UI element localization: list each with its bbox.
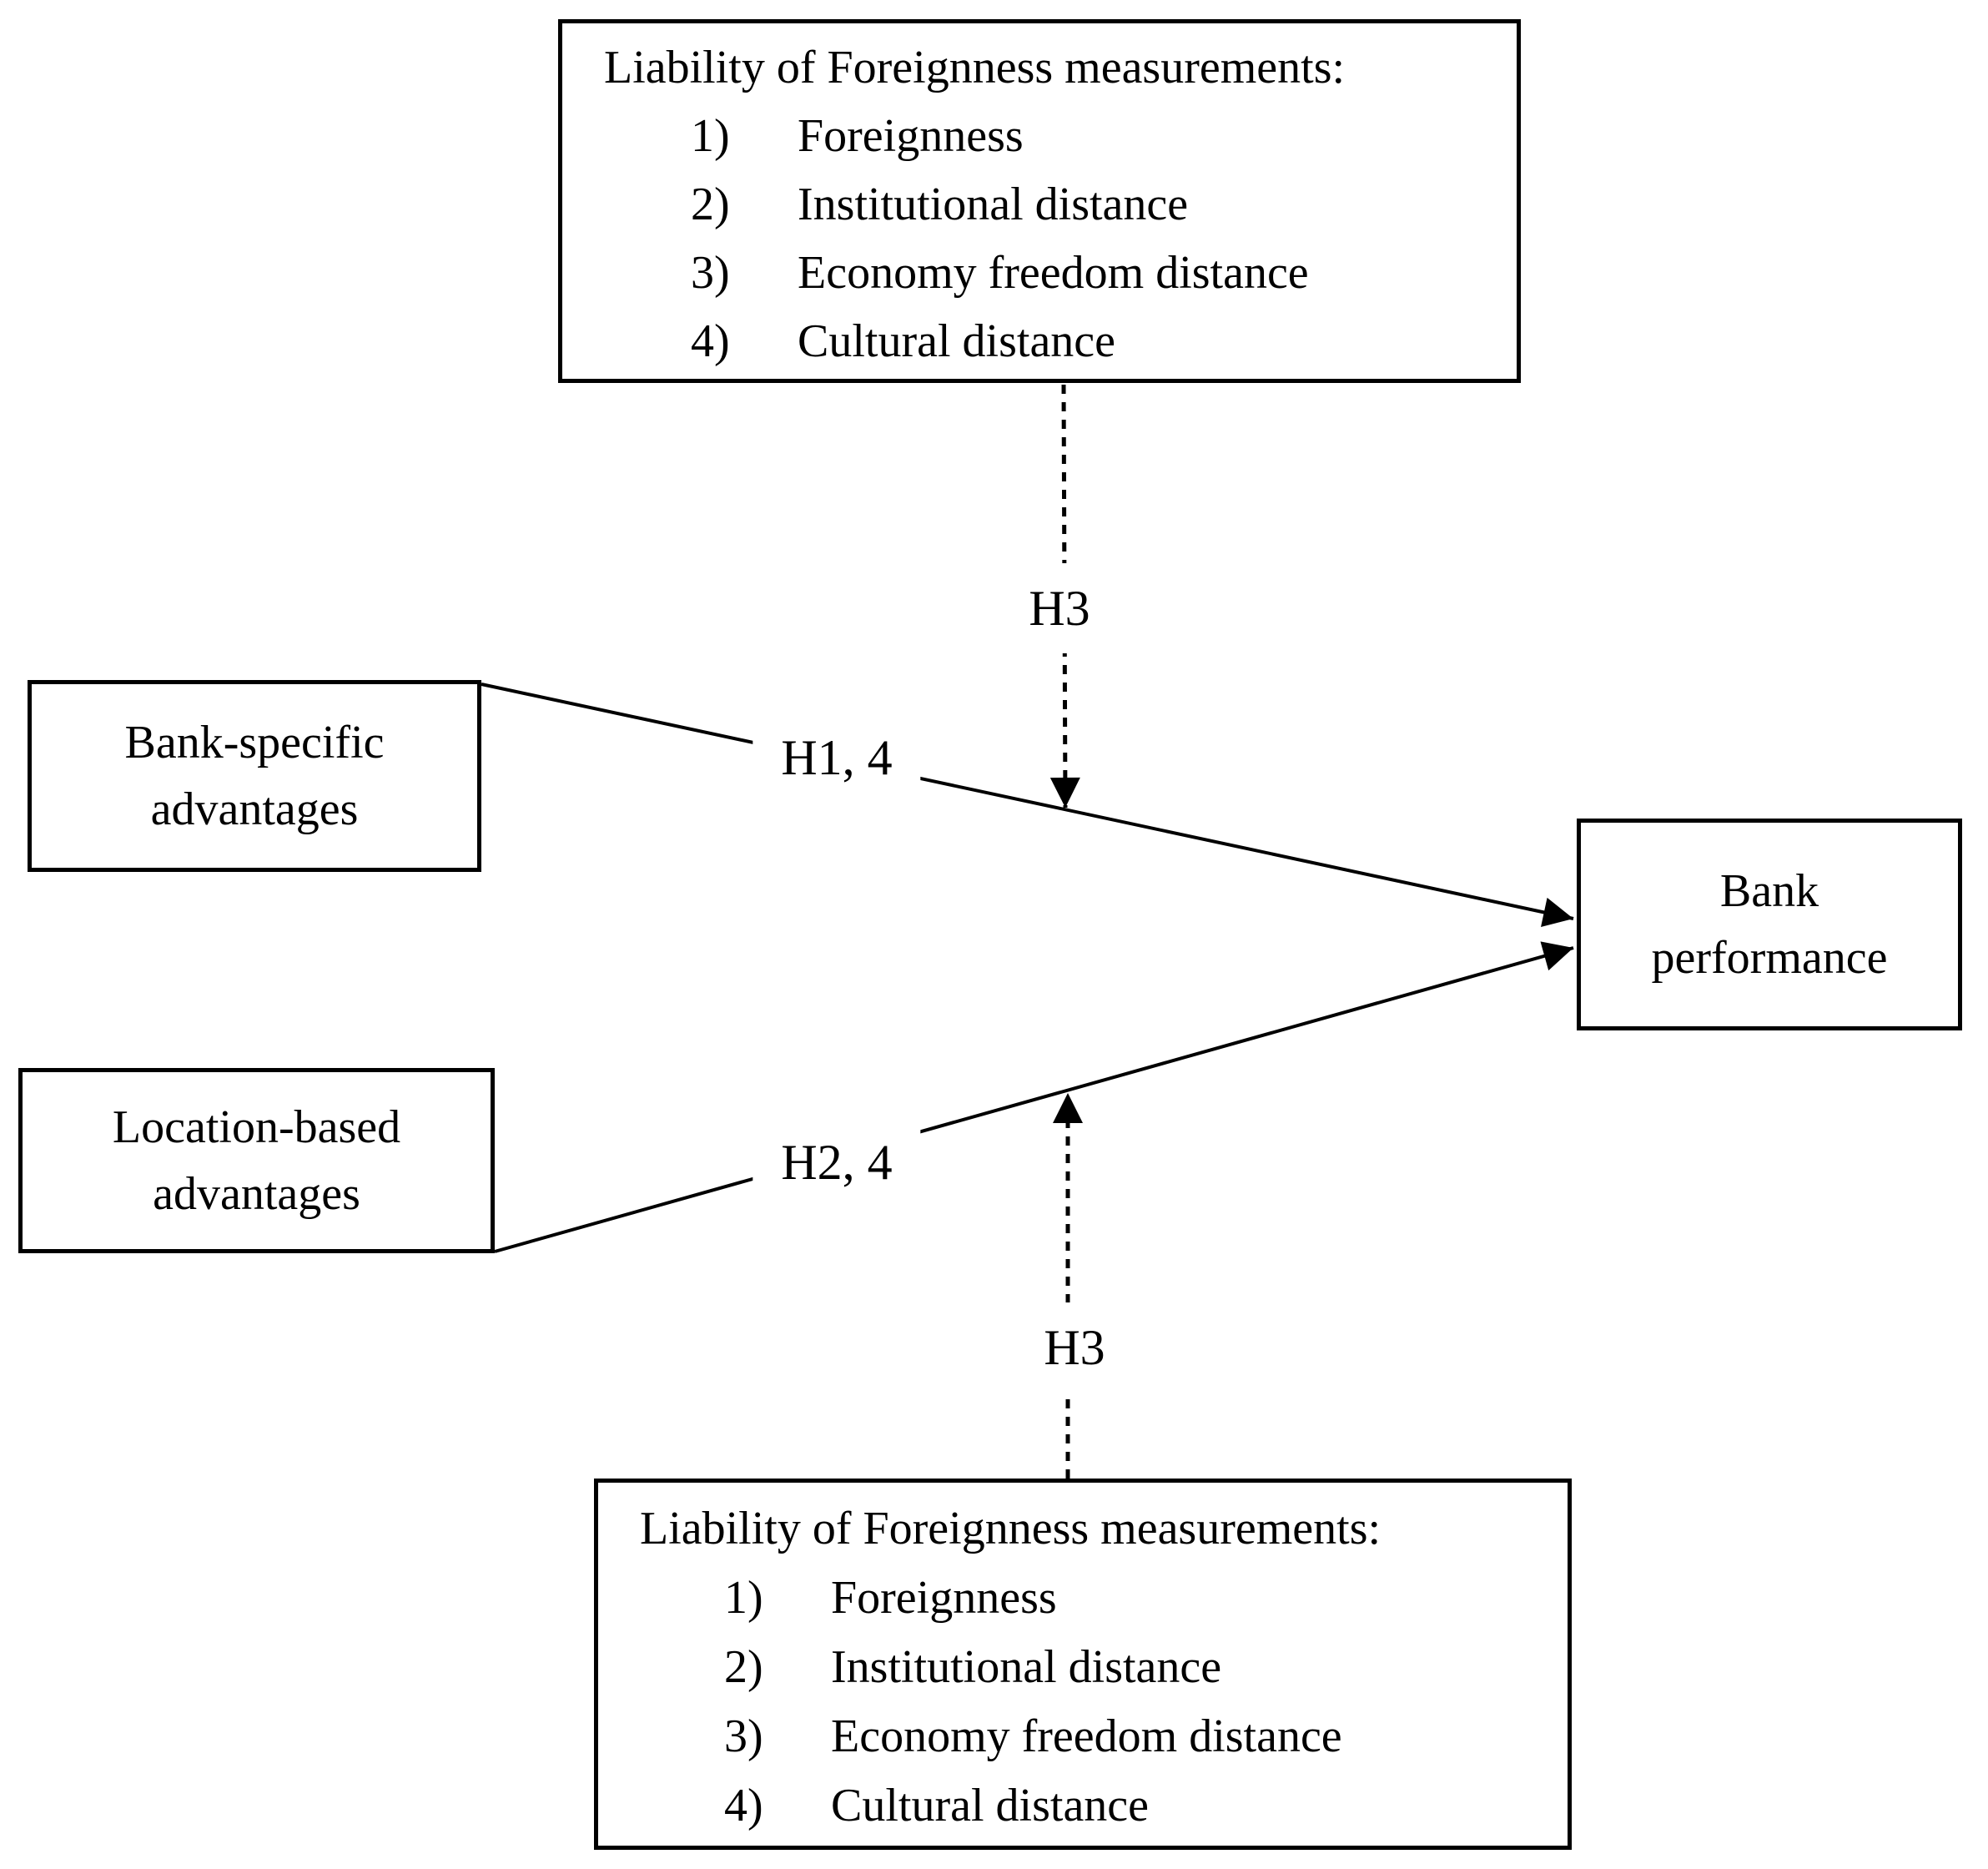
list-item-label: Foreignness	[798, 110, 1024, 162]
hypothesis-label-h3-top: H3	[1007, 563, 1112, 653]
location-line2: advantages	[153, 1168, 360, 1220]
list-item-label: Institutional distance	[831, 1641, 1222, 1693]
list-item: 3) Economy freedom distance	[691, 239, 1517, 307]
list-item: 1) Foreignness	[724, 1564, 1568, 1633]
list-item: 3) Economy freedom distance	[724, 1702, 1568, 1771]
location-based-advantages-box: Location-based advantages	[18, 1068, 495, 1253]
h1-4-arrow-line	[481, 683, 1574, 928]
list-item-label: Economy freedom distance	[798, 247, 1309, 299]
list-item: 2) Institutional distance	[691, 170, 1517, 239]
list-item-number: 1)	[724, 1572, 763, 1624]
bank-specific-line1: Bank-specific	[124, 717, 385, 768]
bank-specific-line2: advantages	[150, 783, 359, 835]
lof-measurements-bottom-box: Liability of Foreignness measurements: 1…	[594, 1479, 1572, 1850]
list-item-number: 4)	[691, 315, 730, 367]
list-item-number: 4)	[724, 1780, 763, 1831]
lof-top-title: Liability of Foreignness measurements:	[604, 42, 1346, 93]
hypothesis-label-h2-4: H2, 4	[752, 1117, 921, 1207]
bank-performance-box: Bank performance	[1577, 819, 1962, 1030]
list-item-number: 3)	[691, 247, 730, 299]
list-item-label: Foreignness	[831, 1572, 1057, 1624]
list-item-number: 1)	[691, 110, 730, 162]
list-item-number: 3)	[724, 1710, 763, 1762]
list-item: 1) Foreignness	[691, 102, 1517, 170]
hypothesis-label-h1-4: H1, 4	[752, 713, 921, 803]
bank-specific-advantages-box: Bank-specific advantages	[28, 680, 481, 872]
list-item-number: 2)	[724, 1641, 763, 1693]
lof-measurements-top-box: Liability of Foreignness measurements: 1…	[558, 19, 1521, 383]
bank-performance-line1: Bank	[1719, 865, 1819, 917]
list-item-label: Institutional distance	[798, 179, 1189, 230]
list-item: 4) Cultural distance	[724, 1771, 1568, 1841]
lof-bottom-title: Liability of Foreignness measurements:	[640, 1503, 1382, 1554]
list-item: 2) Institutional distance	[724, 1633, 1568, 1702]
list-item-label: Cultural distance	[831, 1780, 1150, 1831]
list-item: 4) Cultural distance	[691, 307, 1517, 375]
bank-performance-line2: performance	[1651, 932, 1888, 984]
h2-4-arrow-line	[494, 941, 1574, 1253]
list-item-number: 2)	[691, 179, 730, 230]
location-line1: Location-based	[112, 1101, 401, 1153]
hypothesis-label-h3-bottom: H3	[1022, 1302, 1127, 1393]
list-item-label: Cultural distance	[798, 315, 1116, 367]
list-item-label: Economy freedom distance	[831, 1710, 1342, 1762]
